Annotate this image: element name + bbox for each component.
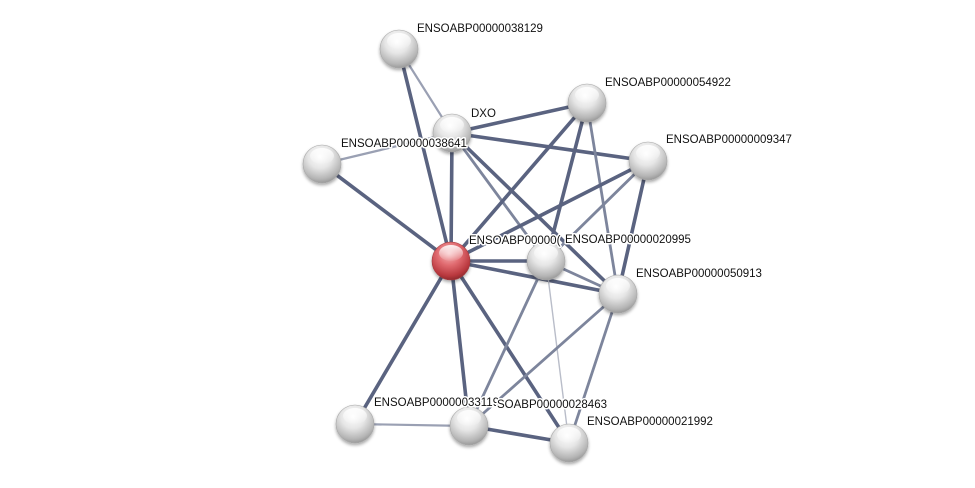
node-highlight: [440, 117, 464, 133]
node-highlight: [606, 278, 630, 294]
edge-n09347-n50913[interactable]: [616, 159, 650, 296]
protein-node[interactable]: [526, 241, 566, 281]
edge-dxo-n20995[interactable]: [450, 131, 548, 263]
edge-dxo-n54922[interactable]: [450, 101, 589, 135]
labels-layer: ENSOABP00000038129DXOENSOABP00000038641E…: [340, 22, 794, 430]
edge-query-n33119[interactable]: [353, 259, 453, 426]
node-highlight: [534, 245, 558, 261]
protein-node[interactable]: [628, 141, 668, 181]
node-highlight: [343, 408, 367, 424]
edges-layer: [320, 47, 650, 445]
node-highlight: [439, 245, 463, 261]
node-label: DXO: [471, 108, 496, 120]
node-highlight: [557, 427, 581, 443]
node-highlight: [387, 33, 411, 49]
edge-n50913-n28463[interactable]: [467, 292, 620, 428]
protein-node[interactable]: [432, 113, 472, 153]
node-highlight: [575, 87, 599, 103]
edge-n20995-n21992[interactable]: [545, 260, 570, 444]
node-label: SOABP00000028463: [497, 399, 607, 411]
node-label: ENSOABP00000038129: [417, 23, 543, 35]
node-highlight: [457, 410, 481, 426]
protein-node[interactable]: [598, 274, 638, 314]
edge-n50913-n21992[interactable]: [567, 292, 620, 445]
edge-query-n50913[interactable]: [449, 259, 620, 296]
edge-n38129-query[interactable]: [397, 47, 453, 263]
edge-dxo-n50913[interactable]: [450, 131, 620, 296]
node-highlight: [636, 145, 660, 161]
node-label: ENSOABP00000009347: [666, 134, 792, 146]
edge-n38641-dxo[interactable]: [320, 131, 454, 166]
edge-n54922-n20995[interactable]: [544, 101, 589, 263]
edge-query-n21992[interactable]: [449, 259, 571, 445]
node-label: ENSOABP00000(: [469, 235, 561, 247]
edge-n38641-query[interactable]: [320, 162, 453, 263]
node-label: ENSOABP00000021992: [587, 416, 713, 428]
protein-node[interactable]: [379, 29, 419, 69]
edge-n54922-query[interactable]: [449, 101, 589, 263]
protein-node[interactable]: [335, 404, 375, 444]
node-label: ENSOABP00000054922: [605, 77, 731, 89]
node-label: ENSOABP00000033119: [374, 397, 499, 409]
nodes-layer: [302, 29, 668, 463]
protein-node[interactable]: [567, 83, 607, 123]
edge-n09347-query[interactable]: [449, 159, 650, 263]
edge-n20995-n28463[interactable]: [467, 259, 548, 428]
node-label: ENSOABP00000038641: [341, 138, 467, 150]
node-label: ENSOABP00000020995: [565, 234, 691, 246]
protein-node[interactable]: [302, 144, 342, 184]
edge-query-n28463[interactable]: [449, 259, 471, 428]
query-node[interactable]: [431, 241, 471, 281]
protein-node[interactable]: [449, 406, 489, 446]
edge-n54922-n50913[interactable]: [585, 101, 620, 296]
node-label: ENSOABP00000050913: [636, 268, 762, 280]
node-highlight: [310, 148, 334, 164]
protein-node[interactable]: [549, 423, 589, 463]
edge-n09347-n20995[interactable]: [544, 159, 650, 263]
edge-dxo-query[interactable]: [449, 131, 454, 263]
